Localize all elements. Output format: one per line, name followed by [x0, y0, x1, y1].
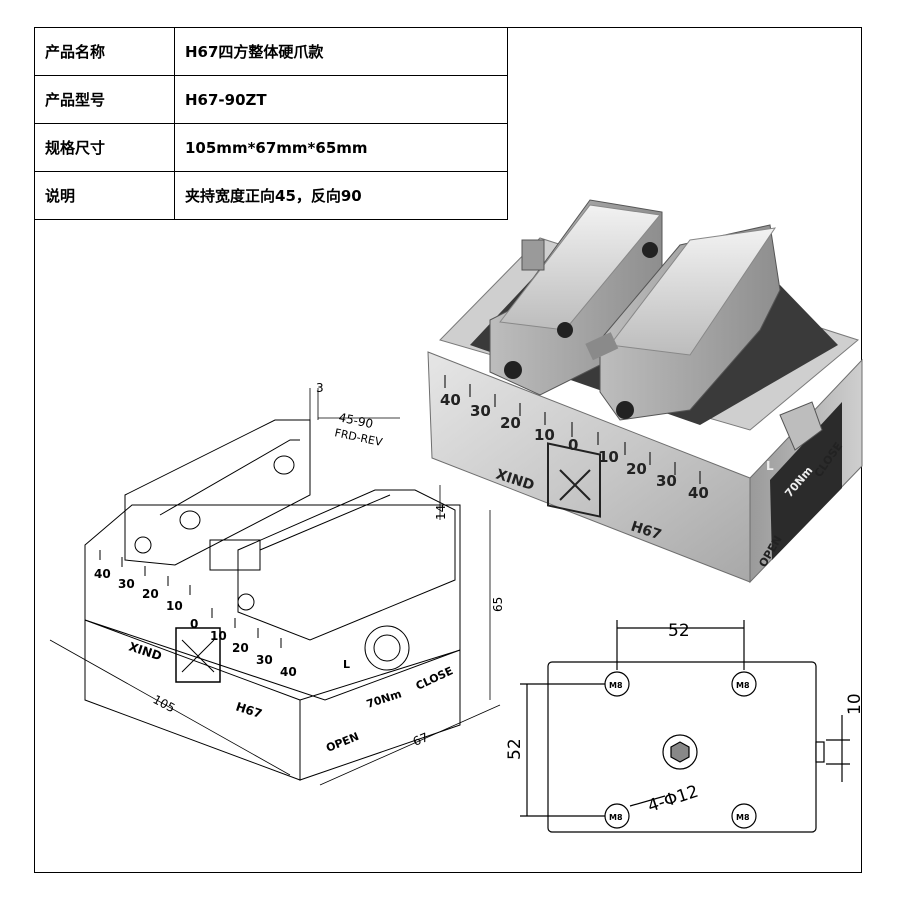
drawing-center-screw [209, 539, 261, 571]
drawing-model: H67 [234, 700, 264, 722]
drawing-dim-105: 105 [151, 692, 178, 715]
drawing-scale-ticks [99, 550, 282, 648]
photo-scale-label: 30 [470, 402, 491, 420]
drawing-scale-label: 10 [166, 599, 183, 613]
drawing-left-jaw [124, 419, 311, 566]
drawing-dim-67: 67 [411, 730, 430, 749]
spec-value: H67四方整体硬爪款 [174, 27, 508, 76]
photo-stop-nub [521, 239, 545, 271]
drawing-scale-label: 40 [94, 567, 111, 581]
drawing-scale-label: 30 [256, 653, 273, 667]
drawing-right-jaw [237, 489, 456, 641]
photo-jaw-label: L [766, 459, 774, 473]
photo-scale-label: 40 [688, 484, 709, 502]
drawing-jaw-hole [273, 455, 295, 475]
product-photo: 40 30 20 10 0 10 20 30 40 XIND H67 70Nm … [427, 199, 863, 584]
photo-side-cutout [770, 402, 842, 560]
spec-value: 夹持宽度正向45，反向90 [174, 171, 508, 220]
drawing-dim-65: 65 [491, 597, 505, 612]
spec-value: 105mm*67mm*65mm [174, 123, 508, 172]
photo-jaw-hole [642, 242, 658, 258]
drawing-base-front [84, 619, 301, 781]
drawing-scale-label: 30 [118, 577, 135, 591]
photo-scale-label: 20 [500, 414, 521, 432]
photo-right-jaw-rail [609, 227, 777, 356]
drawing-base-outline [84, 504, 461, 701]
mount-hole [731, 671, 757, 697]
drawing-jaw-hole [179, 510, 201, 530]
drawing-scale-label: 40 [280, 665, 297, 679]
vise-line-drawing [84, 419, 461, 781]
drawing-jaw-label: L [343, 658, 350, 671]
drawing-dim-3: 3 [316, 381, 324, 395]
spec-row: 产品型号 H67-90ZT [34, 75, 508, 124]
drawing-dim-14: 14 [434, 505, 448, 520]
bottom-view-key [815, 741, 825, 763]
spec-row: 规格尺寸 105mm*67mm*65mm [34, 123, 508, 172]
mount-hole-label: M8 [736, 681, 750, 690]
spec-table: 产品名称 H67四方整体硬爪款 产品型号 H67-90ZT 规格尺寸 105mm… [34, 27, 508, 220]
drawing-side-bolt [364, 625, 410, 671]
bottom-hole-callout: 4-Φ12 [645, 782, 701, 817]
mount-hole [731, 803, 757, 829]
photo-side-bolt [779, 401, 823, 451]
drawing-jaw-hole [237, 593, 255, 611]
bottom-view-drawing [520, 620, 850, 833]
photo-scale-label: 10 [534, 426, 555, 444]
drawing-dimension-lines [49, 388, 501, 786]
mount-hole-label: M8 [609, 681, 623, 690]
drawing-jaw-hole [134, 536, 152, 554]
photo-jaw-hole [616, 401, 634, 419]
drawing-scale-label: 20 [232, 641, 249, 655]
bottom-dim-52-top: 52 [668, 621, 690, 641]
photo-center-screw [585, 332, 619, 361]
bottom-dim-10: 10 [845, 693, 865, 715]
photo-scale-label: 40 [440, 391, 461, 409]
drawing-close: CLOSE [414, 664, 455, 692]
drawing-logo [175, 627, 221, 683]
photo-jaw-hole [557, 322, 573, 338]
mount-hole-label: M8 [736, 813, 750, 822]
spec-row: 产品名称 H67四方整体硬爪款 [34, 27, 508, 76]
drawing-torque: 70Nm [365, 687, 403, 710]
mount-hole-label: M8 [609, 813, 623, 822]
photo-jaw-hole [504, 361, 522, 379]
drawing-scale-label: 10 [210, 629, 227, 643]
drawing-open: OPEN [324, 730, 361, 755]
photo-logo [547, 442, 601, 518]
bottom-dim-52-side: 52 [505, 738, 525, 760]
photo-scale-label: 20 [626, 460, 647, 478]
photo-scale-label: 30 [656, 472, 677, 490]
spec-row: 说明 夹持宽度正向45，反向90 [34, 171, 508, 220]
photo-scale-label: 10 [598, 448, 619, 466]
drawing-dim-mode: FRD-REV [333, 426, 384, 449]
photo-scale-ticks [444, 375, 701, 484]
drawing-brand: XIND [127, 640, 163, 664]
drawing-scale-label: 0 [190, 617, 198, 631]
photo-scale-label: 0 [568, 436, 578, 454]
drawing-base-side [299, 649, 461, 781]
center-hole [662, 734, 698, 770]
drawing-scale-label: 20 [142, 587, 159, 601]
photo-left-jaw-rail [499, 204, 661, 331]
